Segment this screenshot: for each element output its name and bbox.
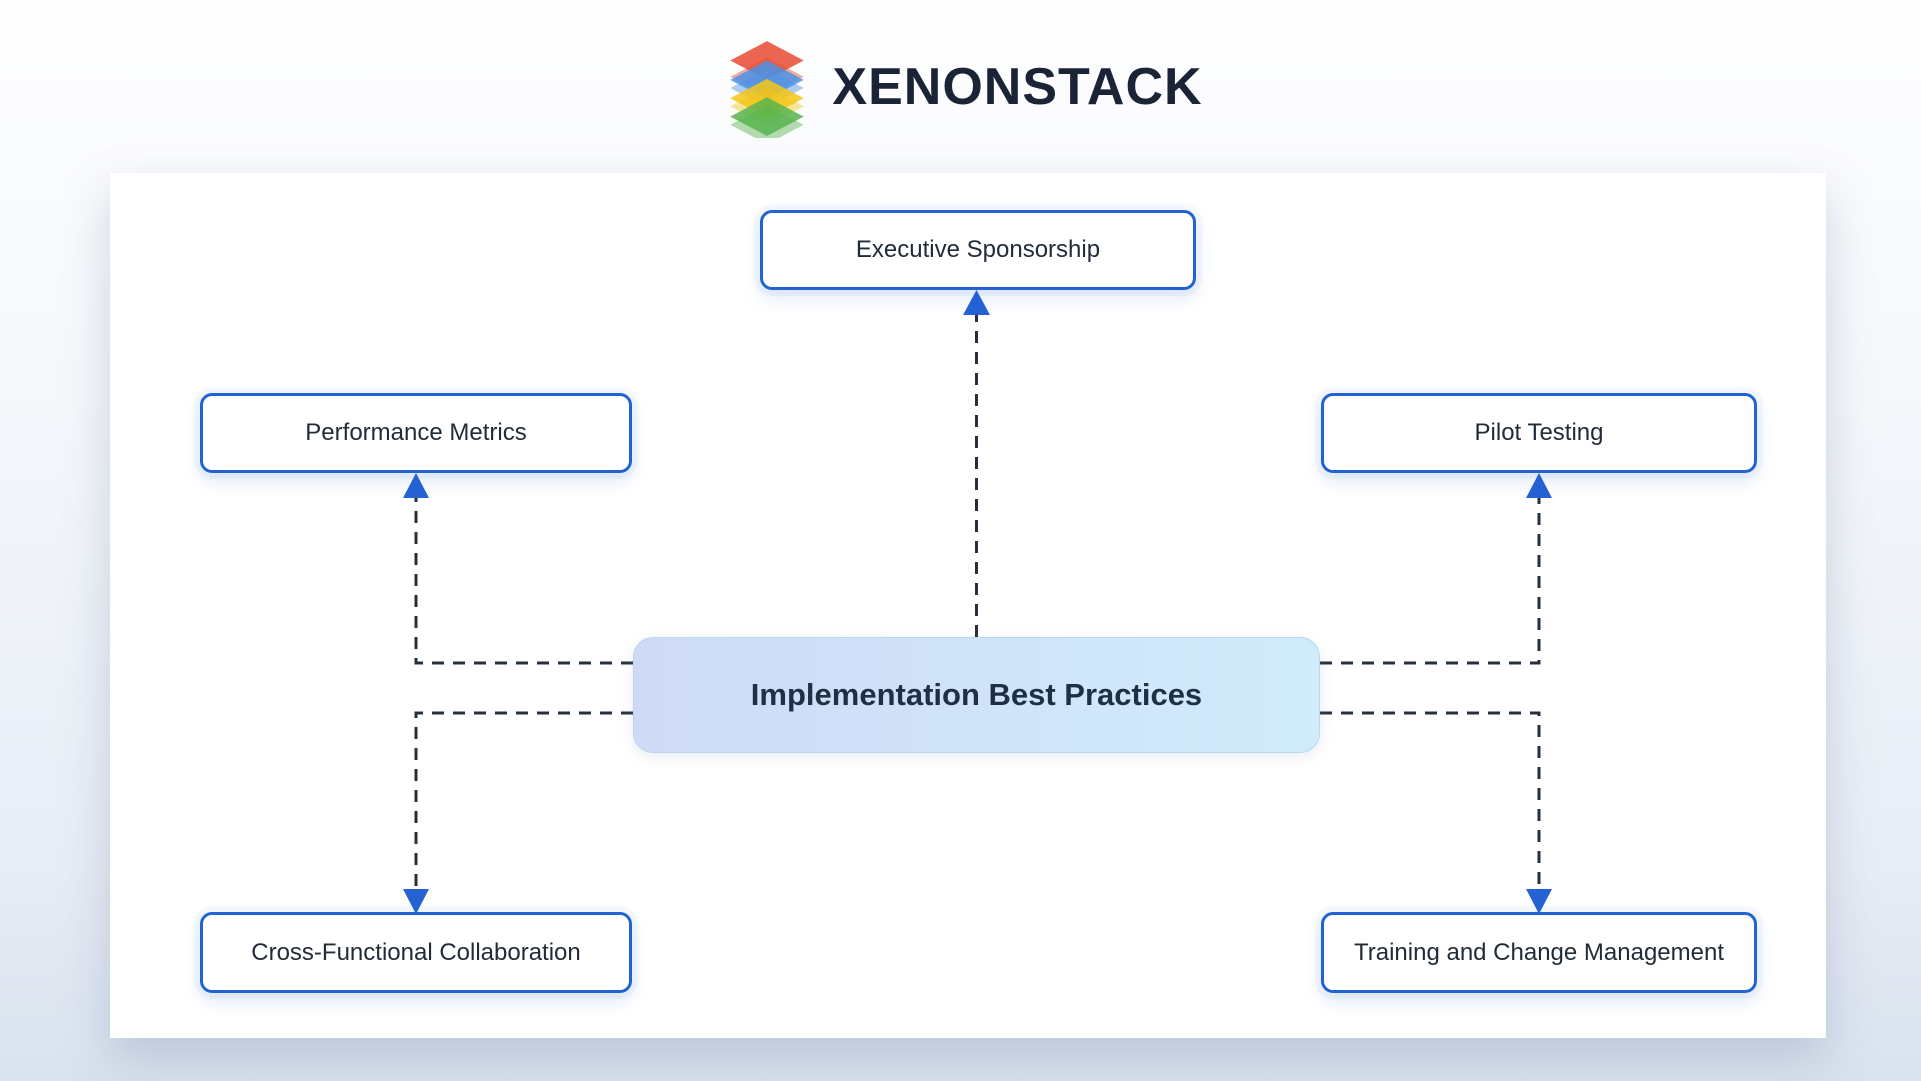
diagram-canvas: Executive Sponsorship Performance Metric… xyxy=(110,173,1826,1038)
xenonstack-logo-icon xyxy=(730,41,805,138)
node-label: Cross-Functional Collaboration xyxy=(251,938,581,966)
brand-header: XENONSTACK xyxy=(0,36,1921,138)
node-pilot-testing: Pilot Testing xyxy=(1321,393,1757,473)
center-node-label: Implementation Best Practices xyxy=(750,677,1203,712)
connector-lines xyxy=(403,290,1552,914)
arrowhead-down-right-icon xyxy=(1526,889,1552,914)
arrowhead-up-left-icon xyxy=(403,473,429,498)
connector-center-to-bottom-right xyxy=(1320,711,1541,889)
node-training-and-change-management: Training and Change Management xyxy=(1321,912,1757,993)
connector-center-to-left xyxy=(414,497,633,665)
node-label: Executive Sponsorship xyxy=(855,236,1101,263)
connector-center-to-bottom-left xyxy=(414,711,633,889)
node-performance-metrics: Performance Metrics xyxy=(200,393,632,473)
arrowhead-up-top-icon xyxy=(963,290,990,315)
node-executive-sponsorship: Executive Sponsorship xyxy=(760,210,1196,290)
node-label: Performance Metrics xyxy=(305,419,527,446)
node-cross-functional-collaboration: Cross-Functional Collaboration xyxy=(200,912,632,993)
arrowhead-up-right-icon xyxy=(1526,473,1552,498)
brand-wordmark: XENONSTACK xyxy=(832,58,1203,116)
node-implementation-best-practices: Implementation Best Practices xyxy=(633,637,1320,753)
node-label: Pilot Testing xyxy=(1474,419,1604,446)
arrowhead-down-left-icon xyxy=(403,889,429,914)
connector-center-to-right xyxy=(1320,497,1541,665)
node-label: Training and Change Management xyxy=(1353,938,1725,966)
